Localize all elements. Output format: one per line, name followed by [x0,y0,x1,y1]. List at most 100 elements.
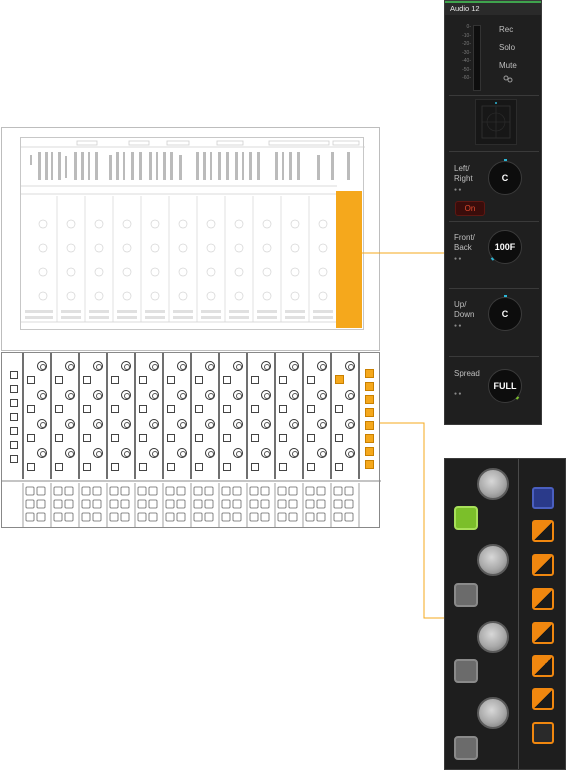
channel-button[interactable] [27,405,35,413]
channel-button[interactable] [223,434,231,442]
channel-knob-icon[interactable] [177,448,187,458]
assign-button[interactable] [365,434,374,443]
surface-button[interactable] [10,413,18,421]
channel-button[interactable] [279,405,287,413]
channel-knob-icon[interactable] [65,448,75,458]
channel-knob-icon[interactable] [149,448,159,458]
channel-knob-icon[interactable] [317,390,327,400]
channel-button[interactable] [223,405,231,413]
rotary-knob-icon[interactable] [477,621,509,653]
channel-knob-icon[interactable] [233,419,243,429]
channel-knob-icon[interactable] [317,361,327,371]
channel-button[interactable] [83,405,91,413]
channel-knob-icon[interactable] [289,419,299,429]
channel-knob-icon[interactable] [149,390,159,400]
detail-orange-button[interactable] [532,554,554,576]
channel-knob-icon[interactable] [345,419,355,429]
channel-button-selected[interactable] [335,375,344,384]
channel-knob-icon[interactable] [149,419,159,429]
channel-button[interactable] [307,434,315,442]
assign-button[interactable] [365,447,374,456]
channel-button[interactable] [279,463,287,471]
detail-green-button[interactable] [454,506,478,530]
channel-knob-icon[interactable] [233,390,243,400]
channel-button[interactable] [27,434,35,442]
surface-button[interactable] [10,441,18,449]
channel-knob-icon[interactable] [345,361,355,371]
channel-button[interactable] [223,463,231,471]
surface-button[interactable] [10,371,18,379]
channel-button[interactable] [307,405,315,413]
channel-knob-icon[interactable] [121,448,131,458]
channel-button[interactable] [139,463,147,471]
channel-knob-icon[interactable] [261,390,271,400]
channel-button[interactable] [195,463,203,471]
channel-button[interactable] [111,434,119,442]
channel-button[interactable] [251,405,259,413]
channel-button[interactable] [55,434,63,442]
on-button[interactable]: On [455,201,485,216]
channel-knob-icon[interactable] [289,448,299,458]
channel-knob-icon[interactable] [65,361,75,371]
channel-button[interactable] [223,376,231,384]
channel-knob-icon[interactable] [261,448,271,458]
channel-knob-icon[interactable] [261,419,271,429]
channel-knob-icon[interactable] [93,448,103,458]
assign-button[interactable] [365,408,374,417]
channel-button[interactable] [195,405,203,413]
channel-knob-icon[interactable] [93,419,103,429]
surface-button[interactable] [10,385,18,393]
channel-button[interactable] [27,376,35,384]
channel-knob-icon[interactable] [205,361,215,371]
channel-knob-icon[interactable] [317,419,327,429]
channel-button[interactable] [83,376,91,384]
rotary-knob-icon[interactable] [477,544,509,576]
channel-button[interactable] [27,463,35,471]
channel-knob-icon[interactable] [345,390,355,400]
channel-knob-icon[interactable] [205,390,215,400]
rotary-knob-icon[interactable] [477,468,509,500]
channel-button[interactable] [307,376,315,384]
left-right-knob[interactable]: C [488,161,522,195]
detail-orange-button[interactable] [532,655,554,677]
rec-button[interactable]: Rec [499,25,514,34]
channel-knob-icon[interactable] [93,361,103,371]
solo-button[interactable]: Solo [499,43,516,52]
channel-knob-icon[interactable] [37,419,47,429]
channel-button[interactable] [251,463,259,471]
surface-button[interactable] [10,399,18,407]
channel-button[interactable] [111,405,119,413]
channel-button[interactable] [195,434,203,442]
channel-button[interactable] [335,434,343,442]
detail-orange-button[interactable] [532,688,554,710]
channel-button[interactable] [139,434,147,442]
link-icon[interactable] [503,75,513,83]
channel-button[interactable] [335,463,343,471]
channel-knob-icon[interactable] [37,448,47,458]
channel-button[interactable] [167,463,175,471]
detail-grey-button[interactable] [454,736,478,760]
channel-knob-icon[interactable] [121,361,131,371]
surface-button[interactable] [10,455,18,463]
channel-knob-icon[interactable] [205,448,215,458]
pan-position-display[interactable] [475,99,517,145]
channel-knob-icon[interactable] [93,390,103,400]
channel-knob-icon[interactable] [177,390,187,400]
detail-orange-button[interactable] [532,520,554,542]
channel-button[interactable] [167,376,175,384]
rotary-knob-icon[interactable] [477,697,509,729]
surface-button[interactable] [10,427,18,435]
channel-knob-icon[interactable] [289,390,299,400]
channel-button[interactable] [167,434,175,442]
channel-knob-icon[interactable] [65,419,75,429]
channel-button[interactable] [195,376,203,384]
channel-button[interactable] [307,463,315,471]
channel-button[interactable] [111,463,119,471]
channel-knob-icon[interactable] [65,390,75,400]
channel-knob-icon[interactable] [205,419,215,429]
detail-grey-button[interactable] [454,583,478,607]
channel-button[interactable] [55,463,63,471]
channel-knob-icon[interactable] [261,361,271,371]
assign-button[interactable] [365,460,374,469]
mute-button[interactable]: Mute [499,61,517,70]
